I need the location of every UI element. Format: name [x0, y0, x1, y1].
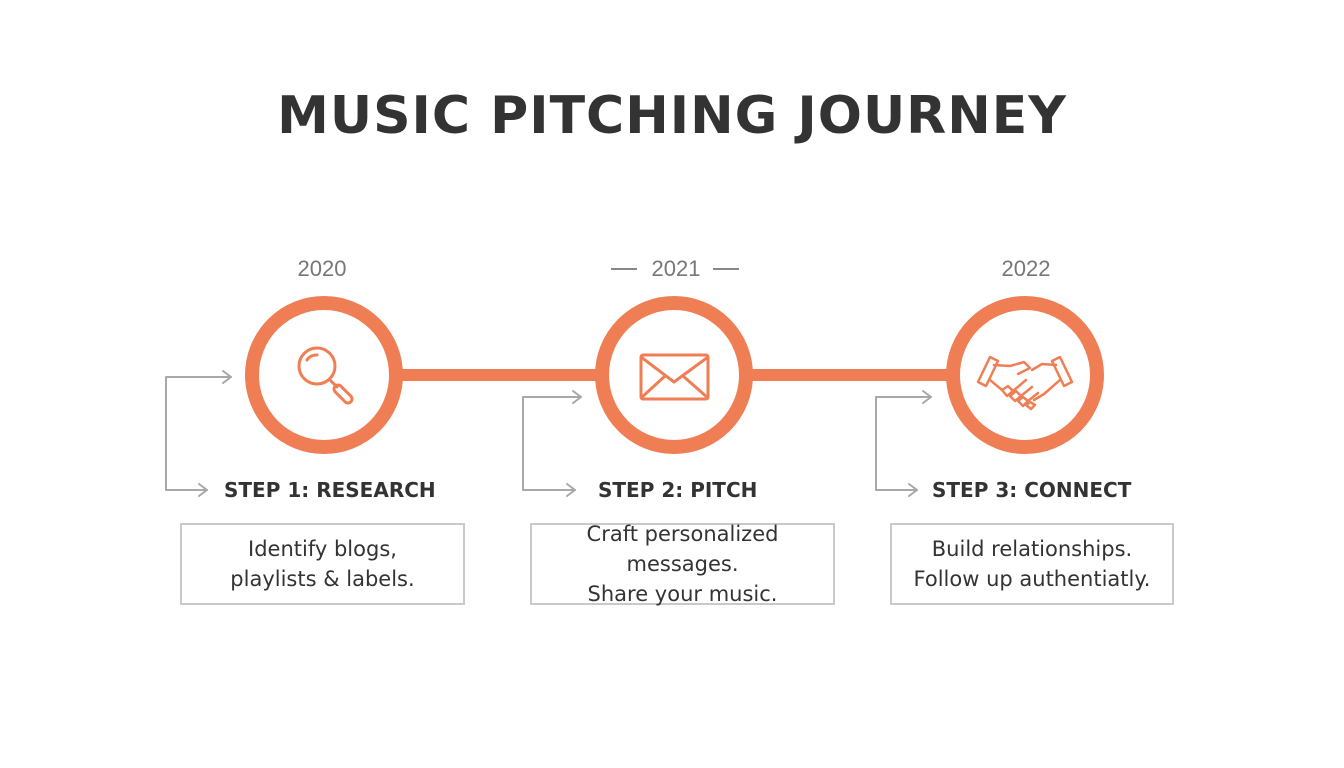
step-2-description: Craft personalized messages. Share your … [530, 522, 835, 606]
step-1-circle [245, 296, 403, 454]
connector-line-1-2 [398, 369, 608, 381]
step-1-description-line-1: Identify blogs, [248, 537, 397, 561]
step-3-description-line-1: Build relationships. [931, 537, 1133, 561]
step-2-description-line-1: Craft personalized messages. [586, 522, 779, 576]
step-1-description: Identify blogs, playlists & labels. [180, 523, 465, 605]
year-dash-right [713, 268, 739, 270]
step-3-description-line-2: Follow up authentiatly. [913, 567, 1151, 591]
step-3-circle [946, 296, 1104, 454]
step-3-year: 2022 [1001, 256, 1051, 281]
step-2-year: 2021 [651, 256, 701, 281]
handshake-icon [976, 355, 1074, 411]
diagram-title: MUSIC PITCHING JOURNEY [277, 86, 1067, 146]
step-1-label: STEP 1: RESEARCH [224, 478, 436, 502]
step-2-description-line-2: Share your music. [587, 582, 778, 606]
step-1-description-line-2: playlists & labels. [230, 567, 415, 591]
envelope-icon [639, 353, 710, 401]
step-3-label: STEP 3: CONNECT [932, 478, 1132, 502]
year-dash-left [611, 268, 637, 270]
step-3-description: Build relationships. Follow up authentia… [890, 523, 1174, 605]
magnifying-glass-icon [297, 346, 354, 405]
step-2-label: STEP 2: PITCH [598, 478, 758, 502]
connector-line-2-3 [748, 369, 958, 381]
step-2-circle [595, 296, 753, 454]
step-1-year: 2020 [297, 256, 347, 281]
